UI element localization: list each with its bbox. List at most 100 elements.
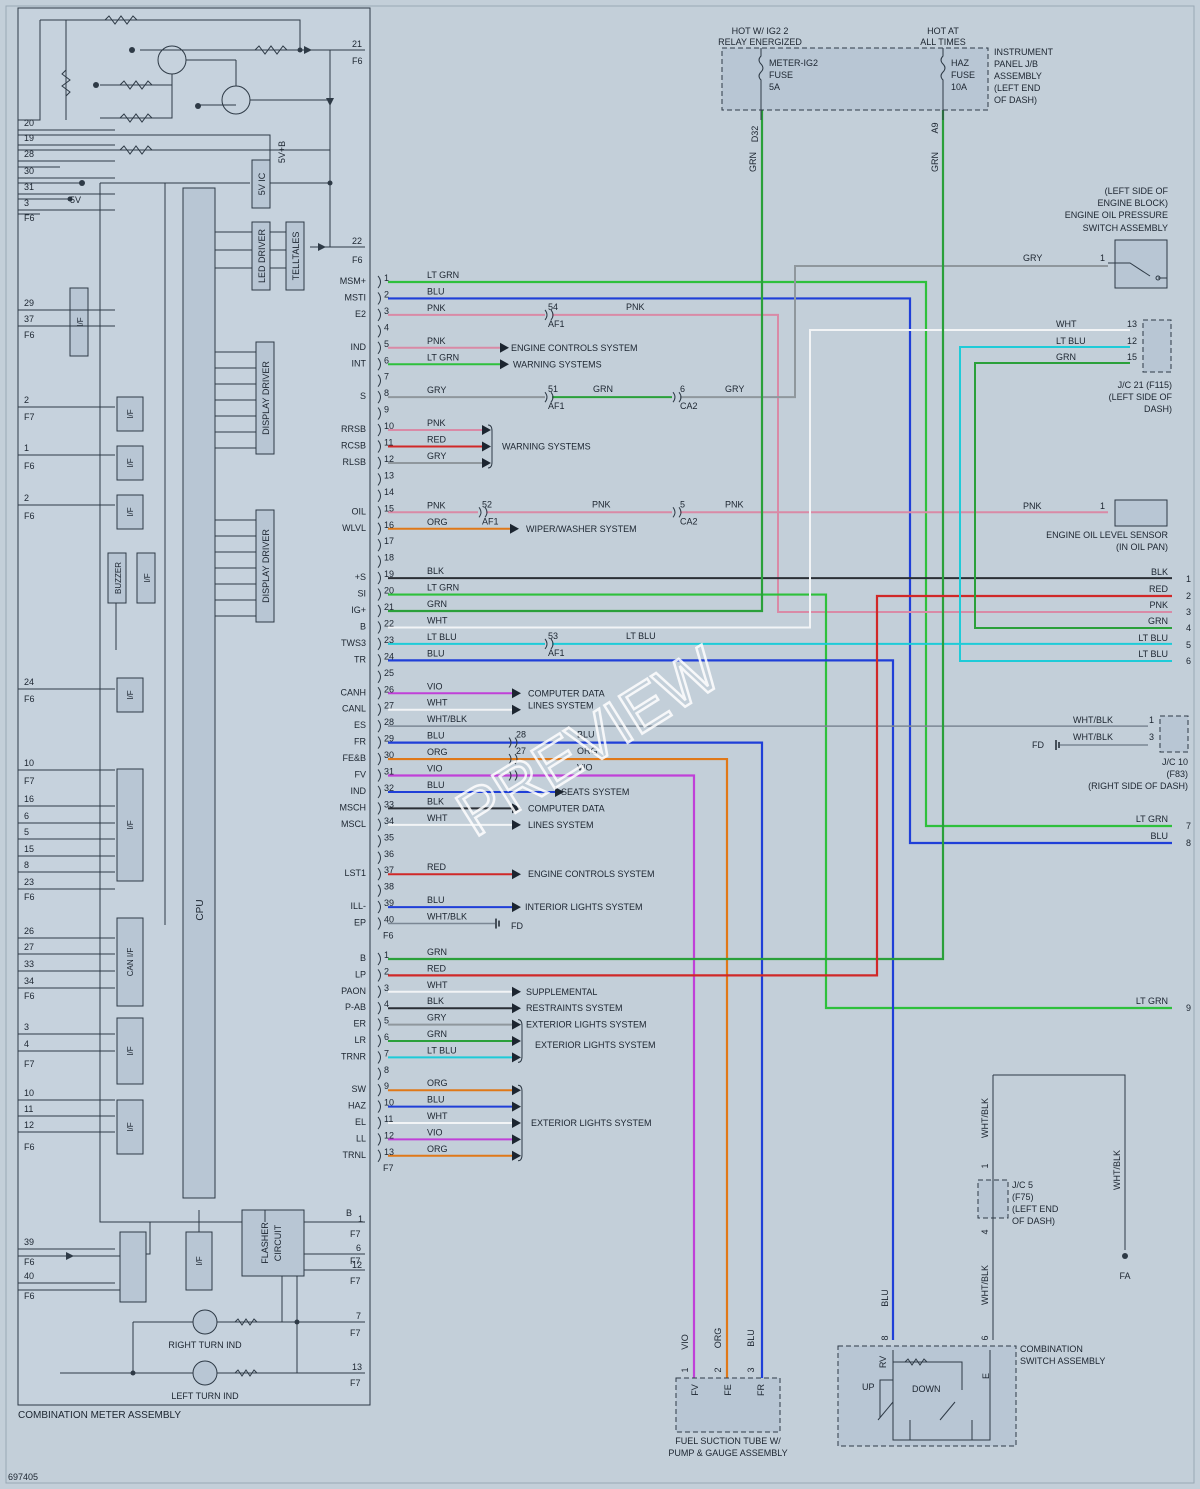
jb-label-1: INSTRUMENT [994, 47, 1053, 57]
fuel-sig-fv: FV [690, 1384, 700, 1396]
inline-connector [672, 391, 682, 403]
f6-sig-32: IND [351, 786, 367, 796]
f6-conn-mark [377, 752, 381, 766]
f7-pin-6: 6 [384, 1032, 389, 1042]
meter-bottom-pins: B 1 F7 6 F7 12 F7 7 F7 13 F7 [346, 1208, 363, 1388]
left-pin-label: F6 [24, 461, 35, 471]
comb-switch-box [837, 1345, 1017, 1447]
f6-wire-33: BLK [427, 796, 444, 806]
f6-pin-14: 14 [384, 487, 394, 497]
left-pin-label: F6 [24, 511, 35, 521]
f6-conn-mark [377, 473, 381, 486]
fuel-pin-1: 1 [680, 1367, 690, 1372]
left-pin-label: F7 [24, 412, 35, 422]
right-turn-label: RIGHT TURN IND [168, 1340, 242, 1350]
comb-down: DOWN [912, 1384, 941, 1394]
f6-conn-mark [377, 505, 381, 519]
system-label: COMPUTER DATA [528, 803, 605, 813]
f6-conn-label: F6 [383, 931, 394, 941]
f6-conn-mark [377, 621, 381, 634]
system-label: ENGINE CONTROLS SYSTEM [528, 869, 655, 879]
f6-pin-10: 10 [384, 421, 394, 431]
junction-wire: LT BLU [626, 631, 656, 641]
junction-wire: VIO [577, 763, 593, 773]
left-pin-label: 19 [24, 133, 34, 143]
f6-wire-31: VIO [427, 764, 443, 774]
arrow [500, 342, 509, 353]
f6-conn-mark [377, 900, 381, 914]
f6-pin-27: 27 [384, 701, 394, 711]
f6-wire-27: WHT [427, 698, 448, 708]
fa-label: FA [1119, 1271, 1130, 1281]
hot-ig-1: HOT W/ IG2 2 [732, 26, 789, 36]
jc21-l2: (LEFT SIDE OF [1109, 392, 1173, 402]
instrument-panel-jb [721, 47, 989, 111]
wire-b-wht [388, 329, 1130, 629]
f6-wire-2: BLU [427, 286, 445, 296]
pin-22-conn: F6 [352, 255, 363, 265]
left-pin-label: 3 [24, 198, 29, 208]
end-wire-9: LT GRN [1136, 996, 1168, 1006]
f6-pin-26: 26 [384, 684, 394, 694]
f6-sig-26: CANH [340, 687, 366, 697]
arrow [512, 704, 521, 715]
system-label: EXTERIOR LIGHTS SYSTEM [531, 1118, 652, 1128]
system-label: WIPER/WASHER SYSTEM [526, 524, 637, 534]
comb-l2: SWITCH ASSEMBLY [1020, 1356, 1105, 1366]
fuel-sig-fe: FE [723, 1384, 733, 1396]
f6-sig-10: RRSB [341, 424, 366, 434]
left-pin-label: 5 [24, 827, 29, 837]
left-pin-label: 4 [24, 1039, 29, 1049]
f6-conn-mark [377, 489, 381, 503]
jc10-l1: J/C 10 [1162, 757, 1188, 767]
system-bracket [487, 424, 493, 469]
arrow [512, 1052, 521, 1063]
f6-conn-mark [377, 571, 381, 585]
inline-connector [544, 638, 554, 650]
pin-22: 22 [352, 236, 362, 246]
arrow [512, 819, 521, 830]
f6-wire-30: ORG [427, 747, 448, 757]
junction-wire: PNK [592, 499, 611, 509]
f6-pin-22: 22 [384, 618, 394, 628]
oil-sw-l2: ENGINE BLOCK) [1097, 198, 1168, 208]
system-label: SEATS SYSTEM [561, 787, 629, 797]
system-label: WARNING SYSTEMS [502, 442, 591, 452]
junction-wire: GRN [593, 384, 613, 394]
svg-text:F7: F7 [350, 1229, 361, 1239]
f6-sig-39: ILL- [350, 901, 366, 911]
f6-conn-mark [377, 736, 381, 749]
svg-text:12: 12 [352, 1260, 362, 1270]
inline-connector [544, 309, 554, 321]
f6-pin-23: 23 [384, 635, 394, 645]
f6-conn-mark [377, 522, 381, 536]
f6-pin-19: 19 [384, 569, 394, 579]
oil-sw-l4: SWITCH ASSEMBLY [1083, 223, 1168, 233]
wire-f7-b [388, 110, 945, 961]
f7-wire-7: LT BLU [427, 1045, 457, 1055]
svg-text:I/F: I/F [126, 690, 135, 699]
oil-pressure-switch [1114, 239, 1168, 289]
f7-conn-label: F7 [383, 1163, 394, 1173]
f6-conn-mark [377, 407, 381, 420]
comb-switch-internals [877, 1350, 991, 1441]
f6-conn-mark [377, 325, 381, 338]
left-pin-label: 33 [24, 959, 34, 969]
svg-text:I/F: I/F [126, 458, 135, 467]
cpu-label: CPU [195, 899, 206, 920]
5vb-label: 5V+B [277, 141, 287, 163]
jc10-wire-1: WHT/BLK [1073, 715, 1113, 725]
f7-wire-10: BLU [427, 1095, 445, 1105]
f6-sig-15: OIL [351, 506, 366, 516]
f6-pin-39: 39 [384, 898, 394, 908]
arrow [482, 425, 491, 436]
arrow [512, 1118, 521, 1128]
f7-wire-9: ORG [427, 1078, 448, 1088]
svg-text:F7: F7 [350, 1276, 361, 1286]
jc21-box [1142, 319, 1172, 373]
fuel-wire-3: BLU [746, 1329, 756, 1347]
f6-wire-11: RED [427, 435, 447, 445]
bus-wire-1: BLK [1151, 567, 1168, 577]
junction-wire: ORG [577, 746, 598, 756]
pin-21: 21 [352, 39, 362, 49]
